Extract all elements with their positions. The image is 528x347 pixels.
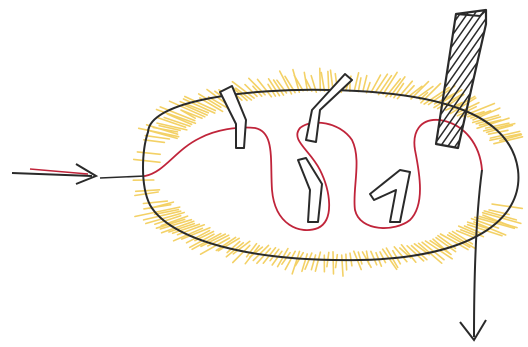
halo-stroke: [143, 201, 167, 203]
halo-stroke: [311, 255, 315, 270]
halo-stroke: [137, 152, 160, 154]
outlet-arrow: [460, 170, 486, 340]
halo-stroke: [320, 68, 321, 91]
halo-stroke: [245, 85, 257, 97]
halo-stroke: [380, 252, 386, 263]
halo-stroke: [358, 78, 361, 92]
halo-stroke: [293, 70, 299, 93]
rod-4: [370, 170, 410, 222]
halo-stroke: [363, 76, 367, 91]
halo-stroke: [145, 136, 169, 139]
halo-stroke: [342, 255, 343, 276]
halo-stroke: [371, 75, 381, 93]
halo-stroke: [321, 73, 324, 92]
halo-stroke: [134, 159, 160, 162]
inlet-arrow: [12, 164, 145, 184]
halo-stroke: [346, 254, 347, 270]
halo-stroke: [328, 71, 329, 90]
halo-stroke: [355, 73, 359, 90]
halo-stroke: [144, 140, 165, 143]
halo-stroke: [136, 190, 160, 192]
halo-stroke: [492, 204, 522, 208]
halo-stroke: [333, 252, 334, 274]
small-rods: [220, 74, 410, 222]
halo-stroke: [336, 255, 338, 268]
